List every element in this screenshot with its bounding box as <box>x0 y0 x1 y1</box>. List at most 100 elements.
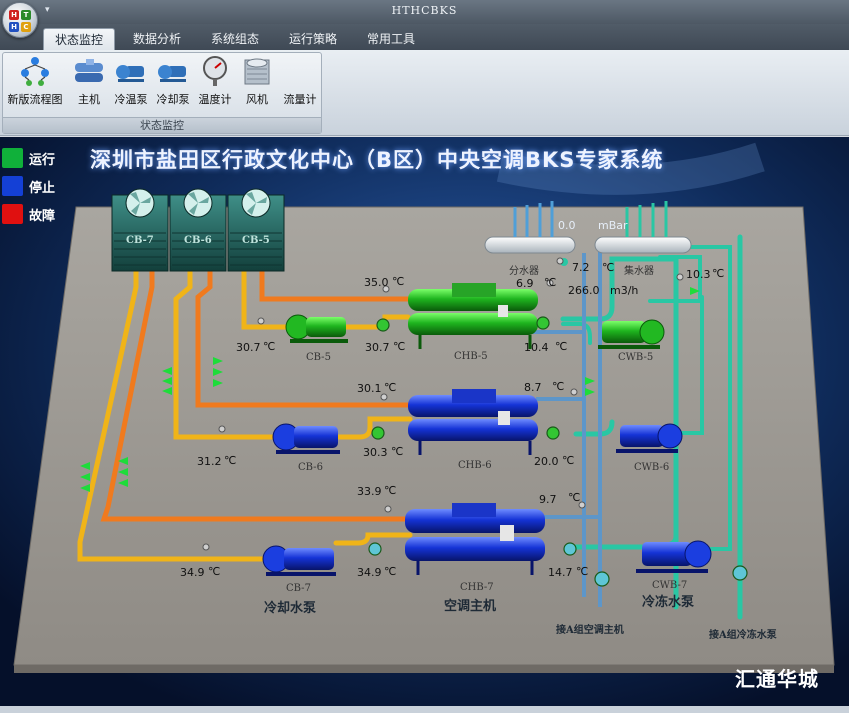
chilled-pump-label: CWB-7 <box>652 580 688 591</box>
fan-icon <box>244 58 270 85</box>
fan-button[interactable]: 风机 <box>237 55 277 111</box>
temp-unit: ℃ <box>208 565 221 578</box>
return-temp-value: 10.3 <box>686 268 711 281</box>
cooling-pump-cb-6[interactable] <box>272 423 340 454</box>
to-a-chilled-caption: 接A组冷冻水泵 <box>709 630 777 641</box>
legend-swatch <box>2 204 23 224</box>
ribbon-panel: 新版流程图 主机 冷温泵 冷 <box>0 50 849 136</box>
temp-unit: ℃ <box>544 276 557 289</box>
tower-label: CB-5 <box>242 235 270 246</box>
chiller-chb-6[interactable] <box>408 389 538 455</box>
chilled-pump-label: CWB-5 <box>618 352 654 363</box>
thermometer-label: 温度计 <box>198 93 232 106</box>
chilled-pump-cwb-7[interactable] <box>636 540 712 573</box>
cooling-pump-label: 冷却泵 <box>156 93 190 106</box>
title-bar: HTHCBKS <box>0 0 849 24</box>
evap-in-temp: 20.0 <box>534 455 559 468</box>
temp-unit: ℃ <box>384 381 397 394</box>
pump-out-temp: 30.3 <box>363 446 388 459</box>
flowmeter-icon <box>283 55 317 87</box>
temp-unit: ℃ <box>562 454 575 467</box>
temp-unit: ℃ <box>391 445 404 458</box>
chiller-chb-7[interactable] <box>405 503 545 575</box>
tab-run-strategy[interactable]: 运行策略 <box>288 32 337 46</box>
chilled-pump-cwb-5[interactable] <box>598 319 665 349</box>
temp-unit: ℃ <box>392 275 405 288</box>
orb-letter: C <box>21 22 31 32</box>
application-menu-button[interactable]: H T H C <box>2 2 38 38</box>
flowchart-icon <box>21 57 49 86</box>
pump-out-temp: 30.7 <box>365 341 390 354</box>
tab-system-config[interactable]: 系统组态 <box>210 32 259 46</box>
cooling-pump-label: CB-7 <box>286 583 311 594</box>
flow-value: 266.0 <box>568 284 600 297</box>
flowmeter-button[interactable]: 流量计 <box>279 55 321 111</box>
pump-in-temp: 30.7 <box>236 341 261 354</box>
cooling-pump-cb-7[interactable] <box>262 545 336 576</box>
chiller-button[interactable]: 主机 <box>69 55 109 111</box>
pump-in-temp: 34.9 <box>180 566 205 579</box>
chilled-pump-label: 冷温泵 <box>114 93 148 106</box>
new-flowchart-label: 新版流程图 <box>7 93 63 106</box>
temp-unit: ℃ <box>384 484 397 497</box>
temp-unit: ℃ <box>393 340 406 353</box>
thermometer-button[interactable]: 温度计 <box>195 55 235 111</box>
to-a-chiller-caption: 接A组空调主机 <box>556 625 624 636</box>
legend-swatch <box>2 148 23 168</box>
cooling-pump-label: CB-6 <box>298 462 323 473</box>
supply-temp-unit: ℃ <box>602 261 615 274</box>
legend-label: 运行 <box>29 153 56 168</box>
chilled-pump-button[interactable]: 冷温泵 <box>111 55 151 111</box>
orb-letter: T <box>21 10 31 20</box>
cond-in-temp: 33.9 <box>357 485 382 498</box>
tab-status-monitor[interactable]: 状态监控 <box>43 28 115 50</box>
cooling-pumps-caption: 冷却水泵 <box>264 601 317 616</box>
tab-data-analysis[interactable]: 数据分析 <box>132 32 181 46</box>
temp-unit: ℃ <box>384 565 397 578</box>
thermometer-icon <box>203 56 227 86</box>
fan-label: 风机 <box>246 93 268 106</box>
cond-in-temp: 30.1 <box>357 382 382 395</box>
temp-unit: ℃ <box>568 491 581 504</box>
orb-letter: H <box>9 22 19 32</box>
chilled-pump-label: CWB-6 <box>634 462 670 473</box>
evap-out-temp: 9.7 <box>539 493 557 506</box>
window-title: HTHCBKS <box>391 4 458 17</box>
tab-common-tools[interactable]: 常用工具 <box>366 32 415 46</box>
return-temp-unit: ℃ <box>712 267 725 280</box>
ribbon-group-status: 新版流程图 主机 冷温泵 冷 <box>2 52 322 134</box>
evap-in-temp: 10.4 <box>524 341 549 354</box>
legend-label: 故障 <box>29 209 56 224</box>
chiller-chb-5[interactable] <box>408 283 538 349</box>
legend-swatch <box>2 176 23 196</box>
cooling-pump-button[interactable]: 冷却泵 <box>153 55 193 111</box>
chilled-pump-icon <box>116 65 144 82</box>
chilled-pump-cwb-6[interactable] <box>616 423 683 453</box>
temp-unit: ℃ <box>552 380 565 393</box>
temp-unit: ℃ <box>555 340 568 353</box>
ribbon-group-caption: 状态监控 <box>3 117 321 133</box>
evap-out-temp: 6.9 <box>516 277 534 290</box>
brand-logo-text: 汇通华城 <box>735 667 819 691</box>
chillers-caption: 空调主机 <box>444 599 497 614</box>
legend-label: 停止 <box>29 181 56 196</box>
supply-header-label: 分水器 <box>509 266 539 277</box>
temp-unit: ℃ <box>576 565 589 578</box>
pump-out-temp: 34.9 <box>357 566 382 579</box>
pressure-value: 0.0 <box>558 219 576 232</box>
flow-unit: m3/h <box>610 284 639 297</box>
cooling-pump-cb-5[interactable] <box>285 314 348 343</box>
chiller-label: CHB-6 <box>458 460 492 471</box>
page-title: 深圳市盐田区行政文化中心（B区）中央空调BKS专家系统 <box>90 148 664 172</box>
quick-access-dropdown-icon[interactable]: ▾ <box>45 5 50 15</box>
new-flowchart-button[interactable]: 新版流程图 <box>3 55 67 111</box>
pump-in-temp: 31.2 <box>197 455 222 468</box>
cond-in-temp: 35.0 <box>364 276 389 289</box>
scada-canvas: 深圳市盐田区行政文化中心（B区）中央空调BKS专家系统 运行 停止 故障 CB-… <box>0 137 849 706</box>
evap-out-temp: 8.7 <box>524 381 542 394</box>
cooling-pump-icon <box>158 65 186 82</box>
plant-diagram <box>0 137 849 706</box>
return-header-label: 集水器 <box>624 266 654 277</box>
pressure-unit: mBar <box>598 219 628 232</box>
